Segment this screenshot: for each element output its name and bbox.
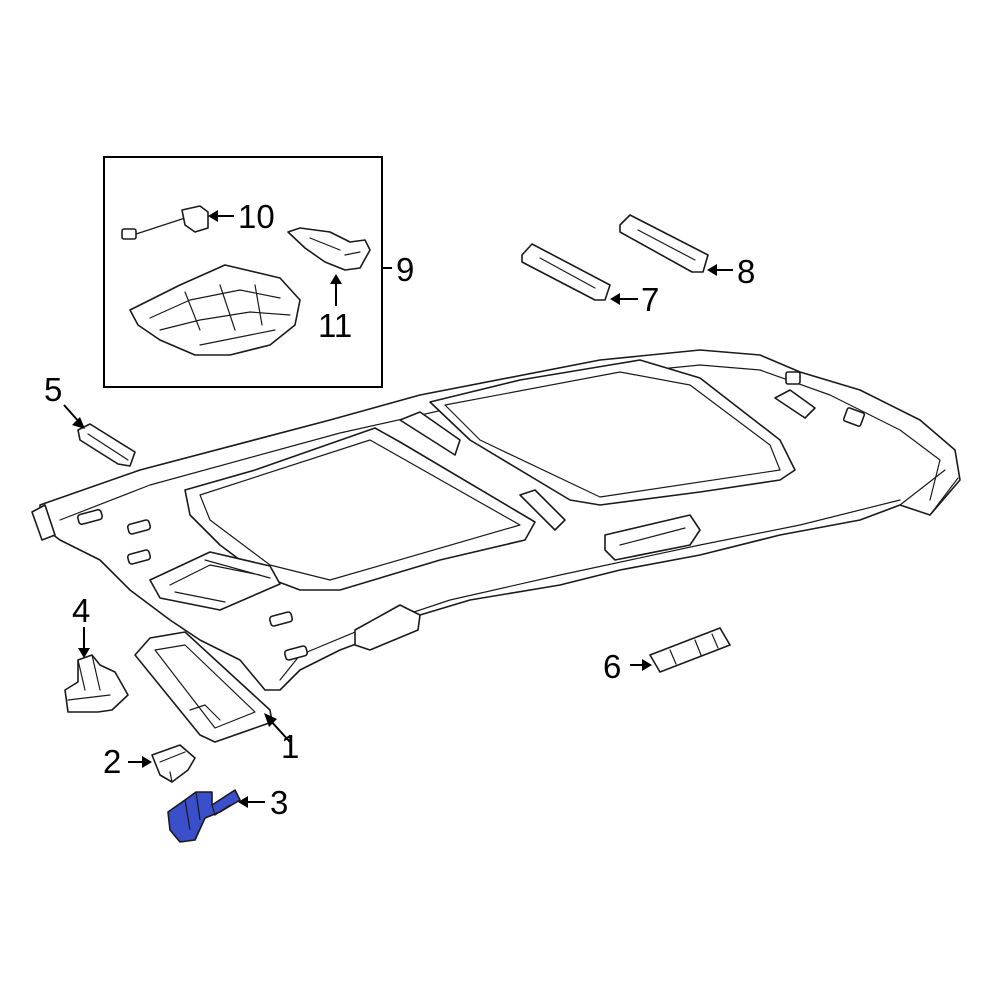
part-11 <box>287 227 371 271</box>
callout-10: 10 <box>238 198 275 235</box>
callout-9: 9 <box>396 251 414 288</box>
part-1 <box>134 631 273 743</box>
part-7 <box>521 243 611 301</box>
callout-3: 3 <box>270 784 288 821</box>
callout-labels: 1 2 3 4 5 6 7 8 9 10 11 <box>44 198 755 821</box>
part-5 <box>77 423 136 467</box>
callout-6: 6 <box>603 648 621 685</box>
part-6 <box>649 627 731 673</box>
callout-11: 11 <box>318 307 352 344</box>
callout-7: 7 <box>641 281 659 318</box>
part-3 <box>167 789 241 843</box>
callout-1: 1 <box>281 728 299 765</box>
leader-lines <box>63 210 733 808</box>
overhead-console <box>129 264 301 356</box>
callout-5: 5 <box>44 371 62 408</box>
inset-box-9 <box>103 156 383 388</box>
part-4 <box>64 654 129 713</box>
part-10 <box>121 205 209 240</box>
part-2 <box>151 744 196 783</box>
callout-2: 2 <box>103 743 121 780</box>
callout-8: 8 <box>737 253 755 290</box>
headliner <box>31 349 961 691</box>
part-8 <box>619 214 709 273</box>
callout-4: 4 <box>72 592 90 629</box>
